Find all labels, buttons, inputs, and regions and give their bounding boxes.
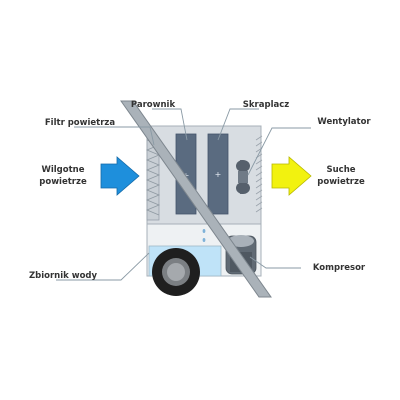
label-dry-air-line1: Suche — [326, 165, 355, 175]
label-air-filter: Filtr powietrza — [45, 118, 116, 128]
label-evaporator: Parownik — [131, 100, 176, 110]
condenser-symbol: + — [215, 170, 222, 179]
fan-grille — [255, 135, 263, 213]
humid-air-arrow — [100, 156, 140, 196]
condenser-coil — [207, 133, 229, 215]
fan-icon — [236, 160, 250, 194]
label-compressor: Kompresor — [313, 263, 366, 273]
label-condenser: Skraplacz — [243, 100, 289, 110]
label-fan: Wentylator — [317, 117, 371, 127]
label-water-tank: Zbiornik wody — [29, 271, 98, 281]
wheel-icon — [152, 248, 200, 296]
dry-air-arrow — [271, 156, 312, 196]
label-dry-air-line2: powietrze — [317, 177, 365, 187]
leader-lines — [56, 108, 311, 281]
handle-bar — [120, 100, 272, 298]
label-humid-air-line2: powietrze — [39, 177, 87, 187]
water-drop-icon — [202, 229, 206, 242]
label-humid-air-line1: Wilgotne — [41, 165, 84, 175]
